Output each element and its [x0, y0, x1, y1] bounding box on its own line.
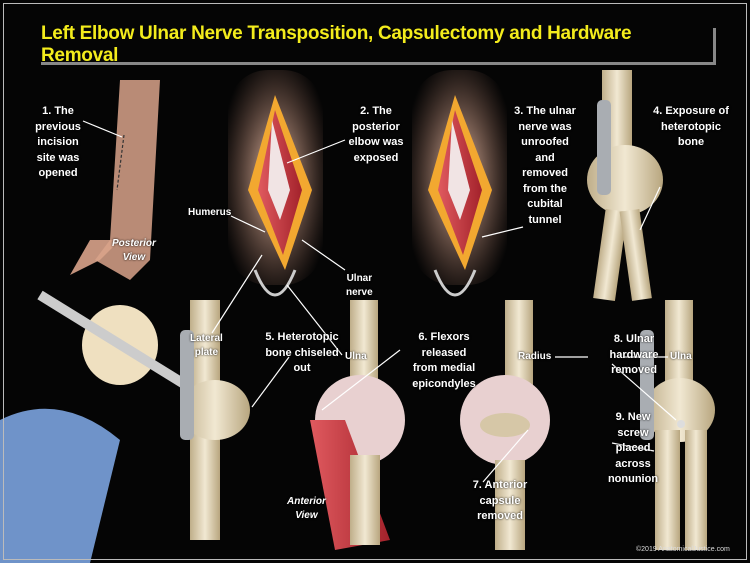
label-step-7: 7. Anterior capsule removed	[472, 479, 528, 522]
label-radius: Radius	[518, 351, 552, 362]
label-anterior-view: Anterior View	[287, 496, 326, 521]
label-step-5: 5. Heterotopic bone chiseled out	[265, 331, 339, 374]
label-humerus: Humerus	[188, 207, 232, 218]
page-title: Left Elbow Ulnar Nerve Transposition, Ca…	[41, 23, 632, 66]
exposed-elbow	[228, 70, 323, 297]
label-step-9: 9. New screw placed across nonunion	[607, 411, 659, 485]
border-frame	[3, 3, 747, 560]
label-ulna-2: Ulna	[670, 351, 692, 362]
hand-with-chisel	[0, 290, 250, 563]
anterior-capsule	[460, 300, 550, 550]
label-lateral-plate: Lateral plate	[190, 333, 223, 358]
label-step-4: 4. Exposure of heterotopic bone	[653, 105, 729, 148]
label-step-2: 2. The posterior elbow was exposed	[348, 105, 404, 164]
label-posterior-view: Posterior View	[112, 238, 156, 263]
ulnar-nerve-unroofed	[412, 70, 507, 297]
label-ulnar-nerve: Ulnar nerve	[346, 273, 373, 298]
copyright-notice: ©2019 AnatomicalJustice.com	[636, 546, 730, 553]
label-step-3: 3. The ulnar nerve was unroofed and remo…	[514, 105, 576, 226]
leader-lines	[82, 120, 677, 483]
title-banner: Left Elbow Ulnar Nerve Transposition, Ca…	[41, 23, 716, 66]
bone-heterotopic	[587, 70, 663, 302]
label-step-8: 8. Ulnar hardware removed	[609, 333, 659, 376]
label-step-1: 1. The previous incision site was opened	[35, 105, 81, 179]
arm-posterior-view	[70, 80, 160, 280]
label-ulna: Ulna	[345, 351, 367, 362]
hardware-removed	[640, 300, 715, 550]
label-step-6: 6. Flexors released from medial epicondy…	[412, 331, 476, 390]
